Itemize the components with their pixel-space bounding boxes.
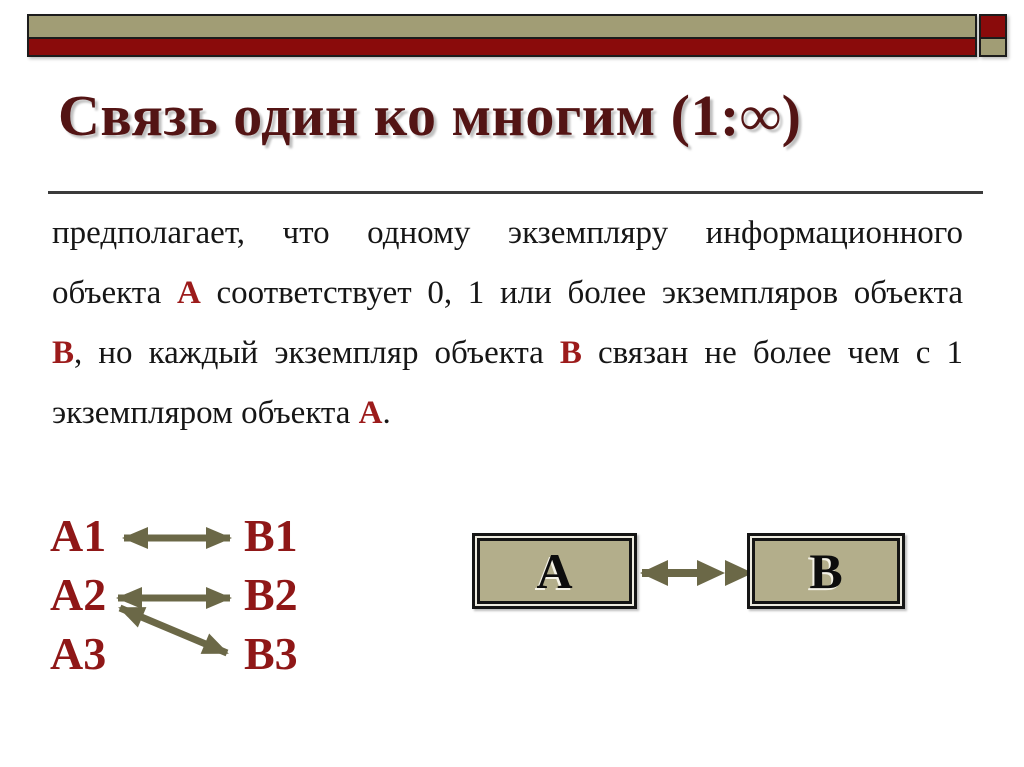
arrow-a2-b3 [118, 604, 229, 657]
instance-label-b2: B2 [244, 569, 298, 620]
banner-top-right-square [979, 14, 1007, 39]
banner-bottom-right-square [979, 39, 1007, 57]
banner-top-bar [27, 14, 977, 39]
instance-label-a2: A2 [50, 569, 107, 620]
instance-label-a3: A3 [50, 628, 107, 679]
arrow-box-a-b-mid-head [697, 560, 725, 586]
instance-label-a1: A1 [50, 510, 107, 561]
paragraph-segment: объекта [52, 275, 177, 311]
paragraph-segment: . [382, 395, 391, 431]
paragraph-line: объекта А соответствует 0, 1 или более э… [52, 263, 963, 323]
entity-box-a-label: A [536, 543, 573, 599]
object-letter-emphasis: А [176, 275, 201, 311]
object-letter-emphasis: А [358, 395, 383, 431]
paragraph-segment: соответствует 0, 1 или более экземпляров… [200, 275, 964, 311]
banner-bottom-bar [27, 39, 977, 57]
paragraph-line: экземпляром объекта А. [52, 383, 963, 443]
body-paragraph: предполагает, что одному экземпляру инфо… [52, 203, 963, 443]
entity-box-a: A [472, 533, 637, 609]
slide-title: Связь один ко многим (1:∞) [58, 83, 802, 148]
instance-label-b3: B3 [244, 628, 298, 679]
paragraph-segment: предполагает, что одному экземпляру инфо… [52, 215, 963, 251]
entity-box-b-label: B [809, 543, 843, 599]
title-divider [48, 191, 983, 194]
instance-label-b1: B1 [244, 510, 298, 561]
paragraph-segment: , но каждый экземпляр объекта [74, 335, 560, 371]
paragraph-line: В, но каждый экземпляр объекта В связан … [52, 323, 963, 383]
object-letter-emphasis: В [52, 335, 75, 371]
paragraph-segment: связан не более чем с 1 [581, 335, 963, 371]
paragraph-segment: экземпляром объекта [52, 395, 359, 431]
paragraph-line: предполагает, что одному экземпляру инфо… [52, 203, 963, 263]
object-letter-emphasis: В [559, 335, 582, 371]
entity-box-b: B [747, 533, 905, 609]
